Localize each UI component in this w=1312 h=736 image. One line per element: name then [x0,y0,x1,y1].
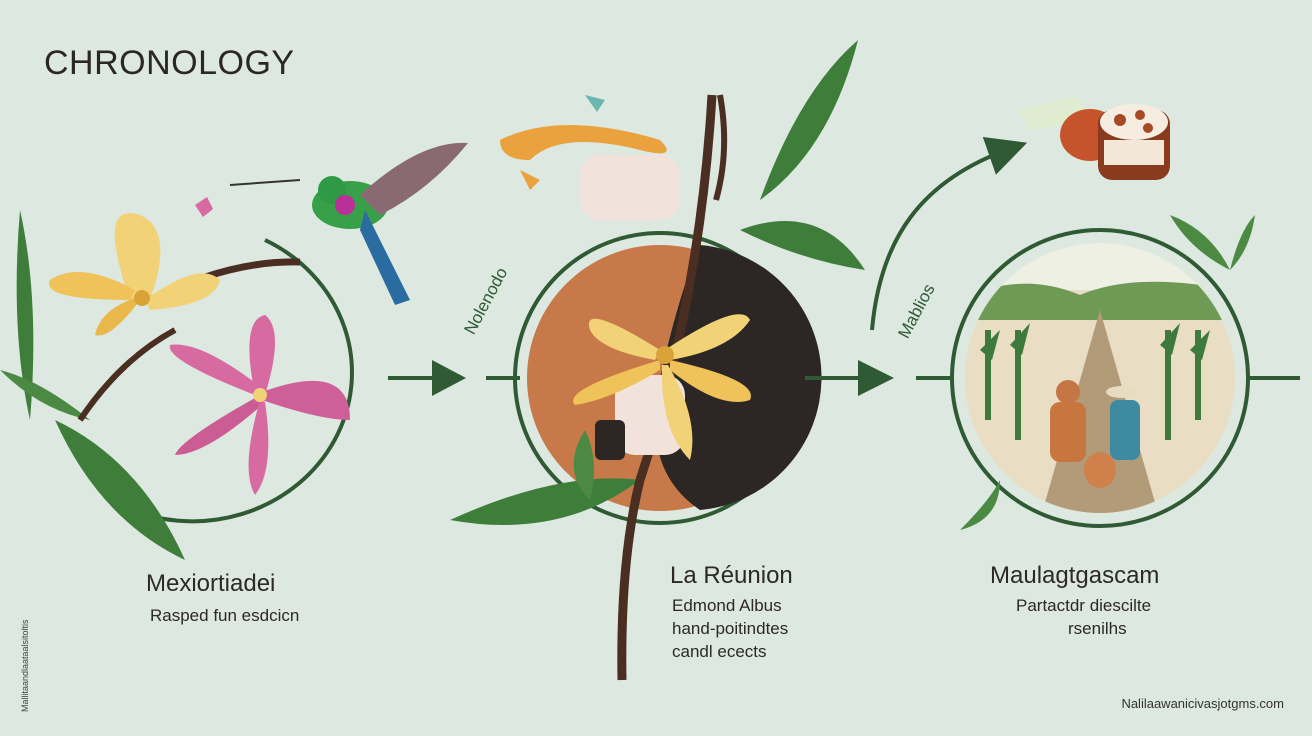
side-label: Mallitaandlaataalsitoltis [20,619,30,712]
leaf-icon [0,210,301,560]
stage-2-subtitle-line-3: candl ecects [672,642,767,661]
stage-2-leaves [450,40,865,525]
credit-text: Nalilaawanicivasjotgms.com [1121,696,1284,711]
stage-1-title: Mexiortiadei [146,570,276,597]
vanilla-flower-icon [573,314,751,460]
page-title: CHRONOLOGY [44,44,295,82]
curved-arrow [870,137,1028,331]
stage-2-subtitle-line-2: hand-poitindtes [672,619,789,638]
vanilla-flower-icon [49,213,220,336]
stage-1-ring [119,238,354,524]
arrow-connector-1 [388,360,520,396]
stage-3-subtitle-line-2: rsenilhs [1068,619,1127,638]
leaf-icon [960,215,1255,530]
stage-2-title: La Réunion [670,562,793,589]
stage-3-subtitle-line-1: Partactdr diescilte [1016,596,1152,615]
stage-1-subtitle: Rasped fun esdcicn [150,606,300,625]
stage-2-subtitle-line-1: Edmond Albus [672,596,782,615]
pink-flower-icon [169,315,350,495]
stage-3-title: Maulagtgascam [990,562,1160,589]
dessert-icon [1018,96,1170,180]
plantation-scene [965,243,1235,513]
stage-3-ring [950,228,1300,528]
hummingbird-icon [195,142,468,305]
arrow-connector-2 [805,360,950,396]
farm-worker-icon [1050,380,1140,488]
